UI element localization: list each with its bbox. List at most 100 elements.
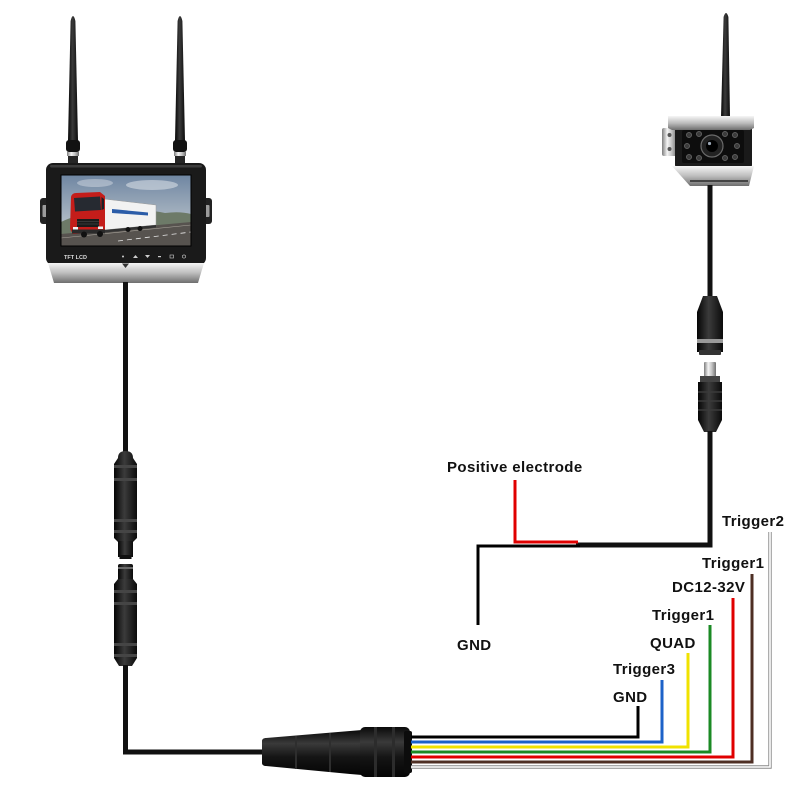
connector-rib (114, 654, 137, 657)
wire-trigger1-brown (411, 574, 754, 764)
truck-wheel (137, 226, 143, 231)
power-branch (476, 431, 713, 625)
monitor-button-icon (182, 254, 186, 259)
monitor-bezel-label: TFT LCD (64, 255, 87, 261)
truck-headlight (73, 227, 78, 230)
ir-led-icon (722, 131, 728, 137)
camera-bottom-mount (672, 166, 754, 186)
trailer-logo-stripe (112, 209, 148, 216)
label-dc-power: DC12-32V (672, 579, 745, 596)
label-positive-electrode: Positive electrode (447, 459, 583, 476)
ir-led-icon (684, 143, 690, 149)
screen-cloud (77, 179, 113, 187)
antenna-rod (175, 16, 185, 141)
antenna-joint (66, 140, 80, 152)
harness-wires (411, 532, 772, 769)
wire-quad (411, 653, 690, 749)
connector-boot (262, 730, 362, 775)
connector-body (114, 451, 137, 542)
connector-tip (119, 555, 132, 559)
monitor-top-highlight (50, 165, 202, 168)
connector-collar (700, 376, 720, 382)
collar-end-cap (404, 731, 412, 773)
monitor-button-icon (169, 254, 174, 259)
truck-bumper (72, 229, 105, 234)
truck-headlight (98, 226, 103, 229)
truck-wheel (125, 227, 131, 232)
connector-rib (114, 590, 137, 593)
ir-led-icon (686, 132, 692, 138)
wire-trigger1-green (411, 625, 712, 754)
connector-neck (118, 541, 133, 557)
truck-wheel (97, 231, 103, 237)
connector-rib (114, 602, 137, 605)
wire-trigger2 (411, 532, 771, 768)
connector-rib (114, 643, 137, 646)
bracket-screw (667, 133, 672, 137)
camera-antenna (719, 13, 732, 125)
antenna-joint (173, 140, 187, 152)
wire-trigger3 (411, 680, 664, 744)
wire-labels: Positive electrode GND Trigger2 Trigger1… (447, 459, 784, 706)
aviation-connector-male (114, 451, 137, 559)
antenna-ring (174, 152, 186, 156)
connector-collar (360, 727, 410, 777)
label-quad: QUAD (650, 635, 696, 652)
truck-windshield (74, 196, 101, 212)
ir-led-icon (696, 155, 702, 161)
connector-tip (118, 564, 133, 581)
harness-connector (262, 727, 412, 777)
camera-ir-leds (684, 131, 740, 161)
ir-led-icon (732, 132, 738, 138)
monitor-button-icon (133, 255, 138, 258)
screen-frame (60, 174, 192, 247)
collar-groove (392, 727, 395, 777)
screen-cloud (126, 180, 178, 190)
label-gnd: GND (613, 689, 648, 706)
connector-rib (114, 465, 137, 468)
antenna-rod (68, 16, 78, 141)
dc-connector-male (698, 362, 722, 432)
lens-glass (706, 140, 718, 152)
antenna-base (68, 156, 78, 165)
connector-rib (114, 519, 137, 522)
label-trigger1-green: Trigger1 (652, 607, 714, 624)
wire-dc-power (411, 598, 735, 759)
monitor-screen (61, 175, 191, 246)
collar-groove (374, 727, 377, 777)
camera-visor (668, 116, 754, 130)
wire-positive (513, 480, 578, 544)
truck-wheel (81, 231, 87, 238)
connector-ring (697, 339, 723, 343)
camera (662, 13, 754, 186)
monitor-button-icon (122, 255, 124, 258)
road-marking (117, 231, 191, 242)
dc-connector-female (697, 296, 723, 355)
connector-pin (704, 362, 716, 378)
monitor-extension-cable (123, 665, 266, 755)
monitor-button-icon (158, 256, 161, 258)
ir-led-icon (696, 131, 702, 137)
ir-led-icon (686, 154, 692, 160)
truck-grille (77, 219, 99, 227)
lens-highlight (707, 141, 712, 146)
camera-power-cable (576, 431, 713, 548)
label-trigger1-brown: Trigger1 (702, 555, 764, 572)
ir-led-icon (734, 143, 740, 149)
wire-power-gnd (476, 544, 580, 625)
camera-side-bracket (662, 128, 677, 156)
bracket-screw (667, 147, 672, 151)
truck-side-window (101, 197, 104, 210)
monitor-buttons (122, 254, 186, 259)
ir-led-icon (732, 154, 738, 160)
mount-shadow (690, 180, 748, 182)
connector-ring (118, 567, 133, 569)
monitor-antenna-left (66, 16, 80, 165)
connector-body (698, 382, 722, 432)
truck-picture (70, 192, 157, 238)
monitor-base (48, 263, 204, 283)
monitor-antenna-right (173, 16, 187, 165)
ir-led-icon (722, 155, 728, 161)
aviation-connector-female (114, 564, 137, 666)
